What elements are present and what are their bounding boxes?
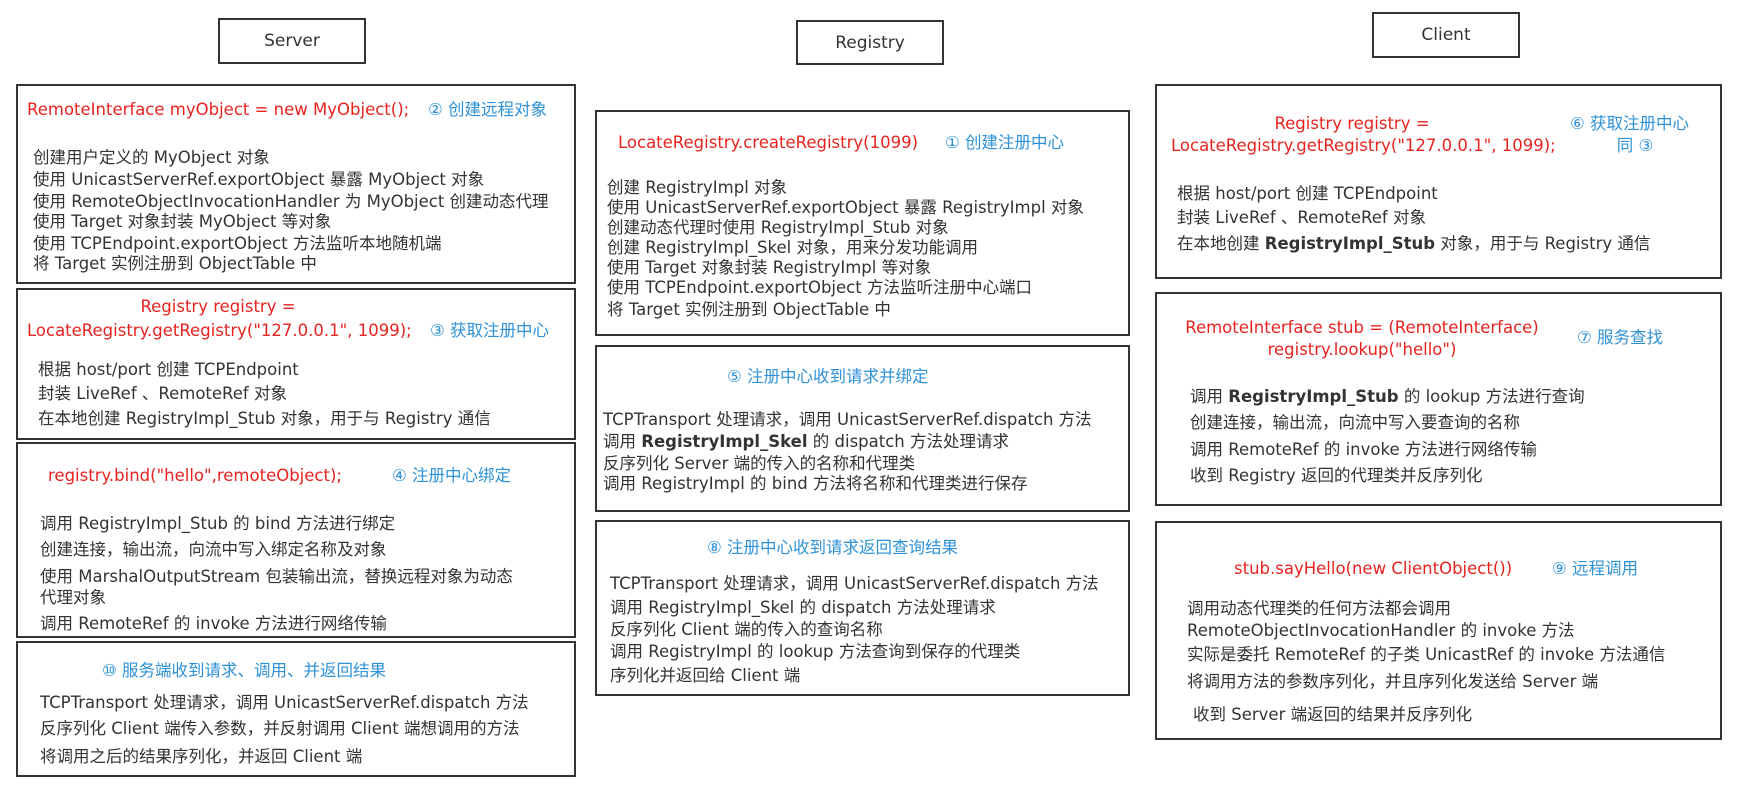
client-header: Client [1372,12,1520,58]
server-bind-code: registry.bind("hello",remoteObject); [48,466,342,485]
registry-lookup-recv-step: ⑧ 注册中心收到请求返回查询结果 [707,538,959,557]
registry-bind-recv-line: 调用 RegistryImpl_Skel 的 dispatch 方法处理请求 [603,432,1009,452]
registry-create-line: 使用 Target 对象封装 RegistryImpl 等对象 [607,258,932,277]
server-respond-line: 将调用之后的结果序列化，并返回 Client 端 [40,747,363,766]
server-bind-line: 代理对象 [40,588,106,607]
server-create-line: 使用 TCPEndpoint.exportObject 方法监听本地随机端 [33,234,442,253]
client-lookup-code-line1: RemoteInterface stub = (RemoteInterface) [1185,318,1539,337]
registry-create-line: 创建 RegistryImpl 对象 [607,178,788,197]
server-create-step: ② 创建远程对象 [428,100,548,119]
client-getreg-line: 在本地创建 RegistryImpl_Stub 对象，用于与 Registry … [1177,234,1651,253]
client-invoke-box: stub.sayHello(new ClientObject()) ⑨ 远程调用… [1155,521,1722,740]
client-getreg-line: 根据 host/port 创建 TCPEndpoint [1177,184,1438,203]
server-bind-step: ④ 注册中心绑定 [392,466,512,485]
server-create-line: 使用 UnicastServerRef.exportObject 暴露 MyOb… [33,170,485,189]
registry-create-line: 使用 TCPEndpoint.exportObject 方法监听注册中心端口 [607,278,1032,297]
registry-bind-recv-box: ⑤ 注册中心收到请求并绑定 TCPTransport 处理请求，调用 Unica… [595,345,1130,512]
server-getreg-step: ③ 获取注册中心 [430,321,550,340]
server-bind-line: 调用 RegistryImpl_Stub 的 bind 方法进行绑定 [40,514,396,533]
client-getreg-step-line2: 同 ③ [1616,136,1654,155]
registry-create-box: LocateRegistry.createRegistry(1099) ① 创建… [595,110,1130,336]
server-create-line: 使用 Target 对象封装 MyObject 等对象 [33,212,332,231]
registry-bind-recv-prefix: 调用 RegistryImpl_Skel 的 dispatch 方法处理请求 [603,432,1010,451]
server-create-code: RemoteInterface myObject = new MyObject(… [27,100,410,119]
registry-bind-recv-step: ⑤ 注册中心收到请求并绑定 [727,367,929,386]
registry-lookup-recv-line: 序列化并返回给 Client 端 [610,666,801,685]
client-lookup-line: 收到 Registry 返回的代理类并反序列化 [1190,466,1483,485]
client-invoke-line: 收到 Server 端返回的结果并反序列化 [1193,705,1473,724]
registry-bind-recv-line: 调用 RegistryImpl 的 bind 方法将名称和代理类进行保存 [603,474,1028,493]
server-bind-box: registry.bind("hello",remoteObject); ④ 注… [16,442,576,638]
client-lookup-step: ⑦ 服务查找 [1577,328,1664,347]
server-bind-line: 调用 RemoteRef 的 invoke 方法进行网络传输 [40,614,387,633]
registry-create-step: ① 创建注册中心 [945,133,1065,152]
server-respond-line: 反序列化 Client 端传入参数，并反射调用 Client 端想调用的方法 [40,719,520,738]
server-respond-box: ⑩ 服务端收到请求、调用、并返回结果 TCPTransport 处理请求，调用 … [16,641,576,777]
server-respond-step: ⑩ 服务端收到请求、调用、并返回结果 [102,661,387,680]
client-lookup-box: RemoteInterface stub = (RemoteInterface)… [1155,292,1722,506]
client-lookup-code-line2: registry.lookup("hello") [1267,340,1457,359]
server-create-object-box: RemoteInterface myObject = new MyObject(… [16,84,576,284]
server-create-line: 创建用户定义的 MyObject 对象 [33,148,270,167]
registry-create-line: 将 Target 实例注册到 ObjectTable 中 [607,300,891,319]
registry-header: Registry [796,20,944,65]
server-getreg-line: 在本地创建 RegistryImpl_Stub 对象，用于与 Registry … [38,409,491,428]
server-create-line: 使用 RemoteObjectInvocationHandler 为 MyObj… [33,192,549,211]
server-getreg-code-line1: Registry registry = [140,297,296,316]
client-invoke-line: 调用动态代理类的任何方法都会调用 [1187,599,1451,618]
client-getreg-code-line1: Registry registry = [1274,114,1430,133]
server-bind-line: 创建连接，输出流，向流中写入绑定名称及对象 [40,540,387,559]
registry-create-line: 创建 RegistryImpl_Skel 对象，用来分发功能调用 [607,238,978,257]
registry-create-line: 创建动态代理时使用 RegistryImpl_Stub 对象 [607,218,949,237]
client-getreg-line: 封装 LiveRef 、RemoteRef 对象 [1177,208,1426,227]
registry-lookup-recv-line: TCPTransport 处理请求，调用 UnicastServerRef.di… [610,574,1099,593]
server-respond-line: TCPTransport 处理请求，调用 UnicastServerRef.di… [40,693,529,712]
server-get-registry-box: Registry registry = LocateRegistry.getRe… [16,288,576,440]
registry-create-code: LocateRegistry.createRegistry(1099) [618,133,919,152]
client-getreg-code-line2: LocateRegistry.getRegistry("127.0.0.1", … [1171,136,1556,155]
registry-lookup-recv-line: 调用 RegistryImpl 的 lookup 方法查询到保存的代理类 [610,642,1021,661]
server-bind-line: 使用 MarshalOutputStream 包装输出流，替换远程对象为动态 [40,567,513,586]
registry-lookup-recv-line: 反序列化 Client 端的传入的查询名称 [610,620,883,639]
client-lookup-line: 调用 RemoteRef 的 invoke 方法进行网络传输 [1190,440,1537,459]
client-invoke-line: 实际是委托 RemoteRef 的子类 UnicastRef 的 invoke … [1187,645,1666,664]
server-getreg-line: 封装 LiveRef 、RemoteRef 对象 [38,384,287,403]
server-create-line: 将 Target 实例注册到 ObjectTable 中 [33,254,317,273]
client-invoke-line: RemoteObjectInvocationHandler 的 invoke 方… [1187,621,1575,640]
registry-lookup-recv-line: 调用 RegistryImpl_Skel 的 dispatch 方法处理请求 [610,598,996,617]
registry-bind-recv-line: TCPTransport 处理请求，调用 UnicastServerRef.di… [603,410,1092,429]
server-getreg-code-line2: LocateRegistry.getRegistry("127.0.0.1", … [27,321,412,340]
server-getreg-line: 根据 host/port 创建 TCPEndpoint [38,360,299,379]
registry-bind-recv-line: 反序列化 Server 端的传入的名称和代理类 [603,454,916,473]
client-lookup-line: 创建连接，输出流，向流中写入要查询的名称 [1190,413,1520,432]
client-invoke-line: 将调用方法的参数序列化，并且序列化发送给 Server 端 [1187,672,1599,691]
client-getreg-step-line1: ⑥ 获取注册中心 [1570,114,1690,133]
server-header: Server [218,18,366,64]
client-invoke-code: stub.sayHello(new ClientObject()) [1234,559,1513,578]
client-invoke-step: ⑨ 远程调用 [1552,559,1639,578]
client-lookup-line: 调用 RegistryImpl_Stub 的 lookup 方法进行查询 [1190,387,1585,406]
client-get-registry-box: Registry registry = LocateRegistry.getRe… [1155,84,1722,279]
registry-lookup-recv-box: ⑧ 注册中心收到请求返回查询结果 TCPTransport 处理请求，调用 Un… [595,520,1130,696]
registry-create-line: 使用 UnicastServerRef.exportObject 暴露 Regi… [607,198,1084,217]
